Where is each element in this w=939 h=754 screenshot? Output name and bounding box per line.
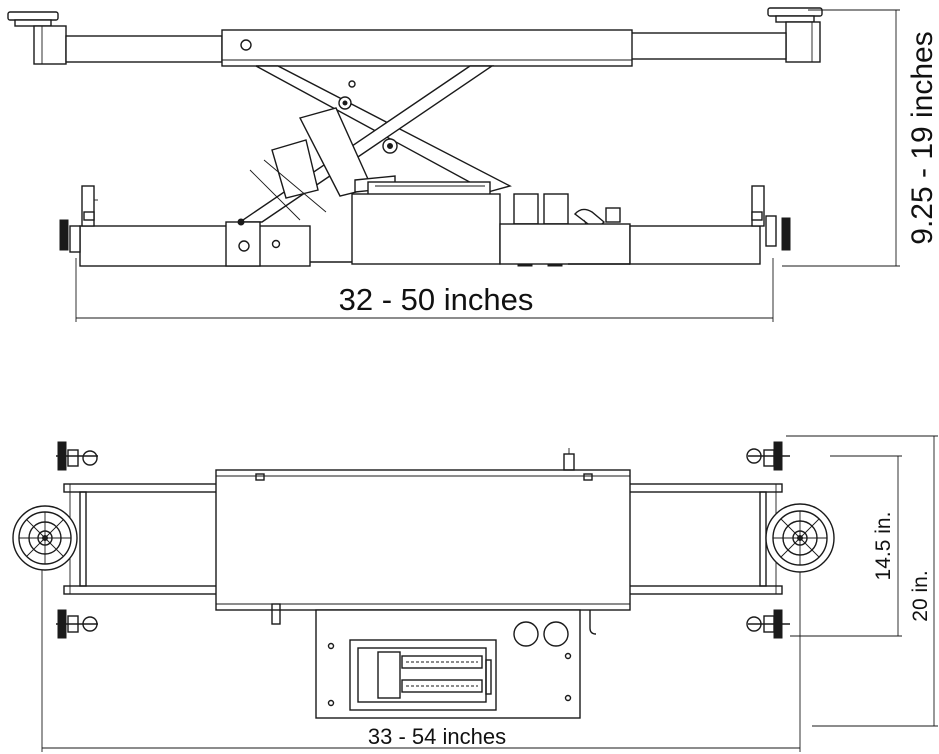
top-depth-dimensions <box>786 435 938 727</box>
right-adjuster <box>751 185 791 251</box>
left-adjuster <box>59 185 98 253</box>
side-view: 32 - 50 inches 9.25 - 19 inches <box>7 7 939 322</box>
center-beam <box>215 448 631 611</box>
hydraulic-pump <box>351 175 621 267</box>
right-caster-wheel <box>765 503 835 573</box>
side-height-label: 9.25 - 19 inches <box>906 31 939 244</box>
upper-beam <box>65 29 787 67</box>
top-width-dimension <box>41 570 801 752</box>
top-view: 33 - 54 inches 14.5 in. 20 in. <box>12 435 938 752</box>
side-height-dimension <box>782 9 900 267</box>
side-width-label: 32 - 50 inches <box>339 282 534 317</box>
right-lift-pad <box>767 7 823 63</box>
side-width-dimension <box>75 258 774 322</box>
corner-adjusters <box>56 441 790 639</box>
scissor-arms <box>237 65 512 223</box>
top-outer-depth-label: 20 in. <box>909 570 932 621</box>
top-width-label: 33 - 54 inches <box>368 724 506 749</box>
pump-housing-top <box>271 603 597 719</box>
lower-base <box>79 218 761 267</box>
left-caster-wheel <box>12 505 78 571</box>
top-inner-depth-label: 14.5 in. <box>872 512 895 581</box>
left-lift-pad <box>7 11 67 65</box>
